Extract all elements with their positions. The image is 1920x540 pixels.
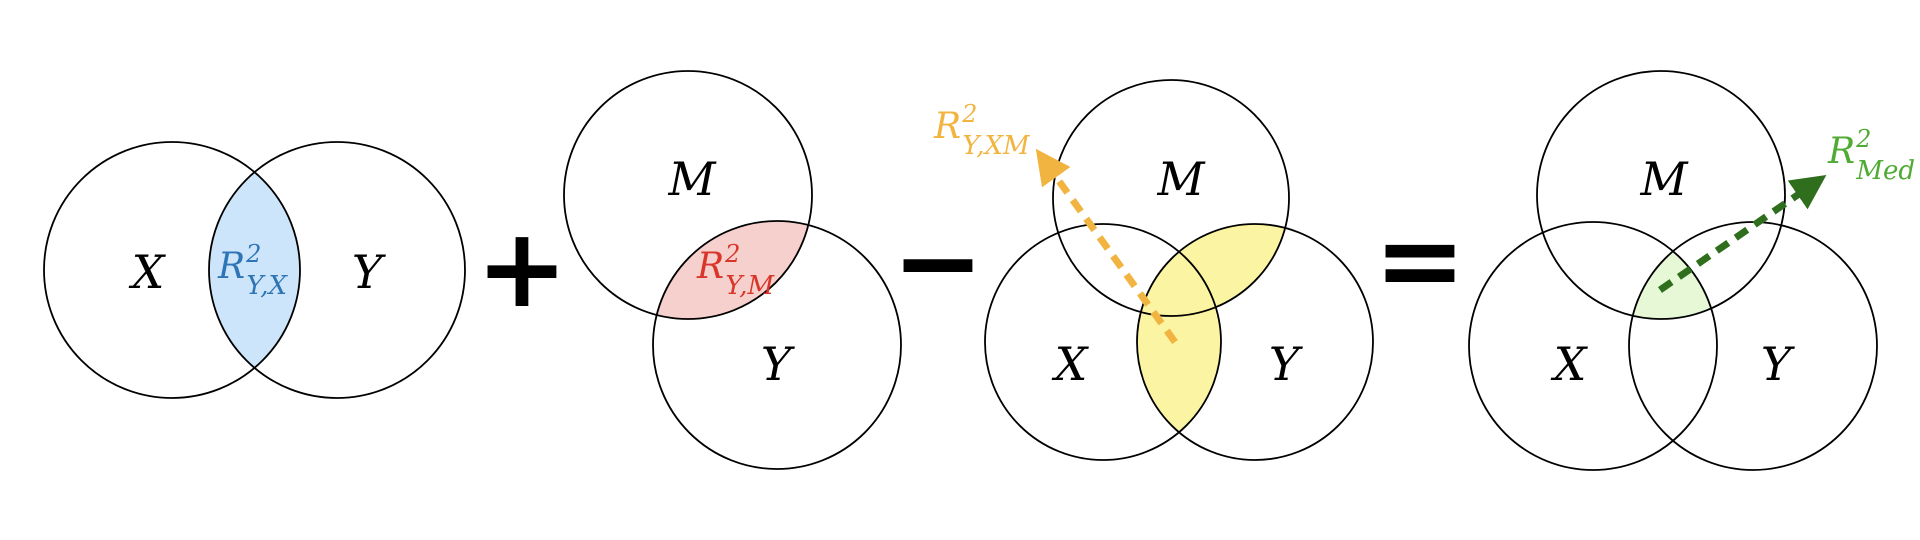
label-y: Y bbox=[1269, 337, 1304, 391]
label-m: M bbox=[667, 152, 717, 206]
label-m: M bbox=[1156, 152, 1206, 206]
circle-x bbox=[984, 223, 1222, 461]
label-x: X bbox=[1551, 337, 1589, 391]
circle-y bbox=[208, 141, 466, 399]
circle-x bbox=[1468, 221, 1718, 471]
label-m: M bbox=[1639, 152, 1689, 206]
circle-y bbox=[652, 220, 902, 470]
label-x: X bbox=[1052, 337, 1090, 391]
minus-operator: − bbox=[892, 198, 984, 326]
green-dashed-arrow bbox=[1658, 175, 1827, 293]
circle-y bbox=[1136, 223, 1374, 461]
label-x: X bbox=[129, 245, 167, 299]
label-y: Y bbox=[1761, 337, 1796, 391]
circle-m bbox=[563, 70, 813, 320]
overlap-m-y-region bbox=[1137, 224, 1289, 316]
overlap-x-y-region bbox=[209, 142, 300, 398]
orange-dashed-arrow bbox=[1035, 148, 1178, 345]
equals-operator: = bbox=[1374, 196, 1466, 324]
label-y: Y bbox=[352, 245, 387, 299]
overlap-x-y-region bbox=[1137, 224, 1221, 460]
circle-x bbox=[43, 141, 301, 399]
label-y: Y bbox=[761, 337, 796, 391]
overlap-m-y-region bbox=[653, 221, 812, 319]
circle-m bbox=[1052, 79, 1290, 317]
circle-m bbox=[1536, 70, 1786, 320]
plus-operator: + bbox=[476, 204, 568, 332]
